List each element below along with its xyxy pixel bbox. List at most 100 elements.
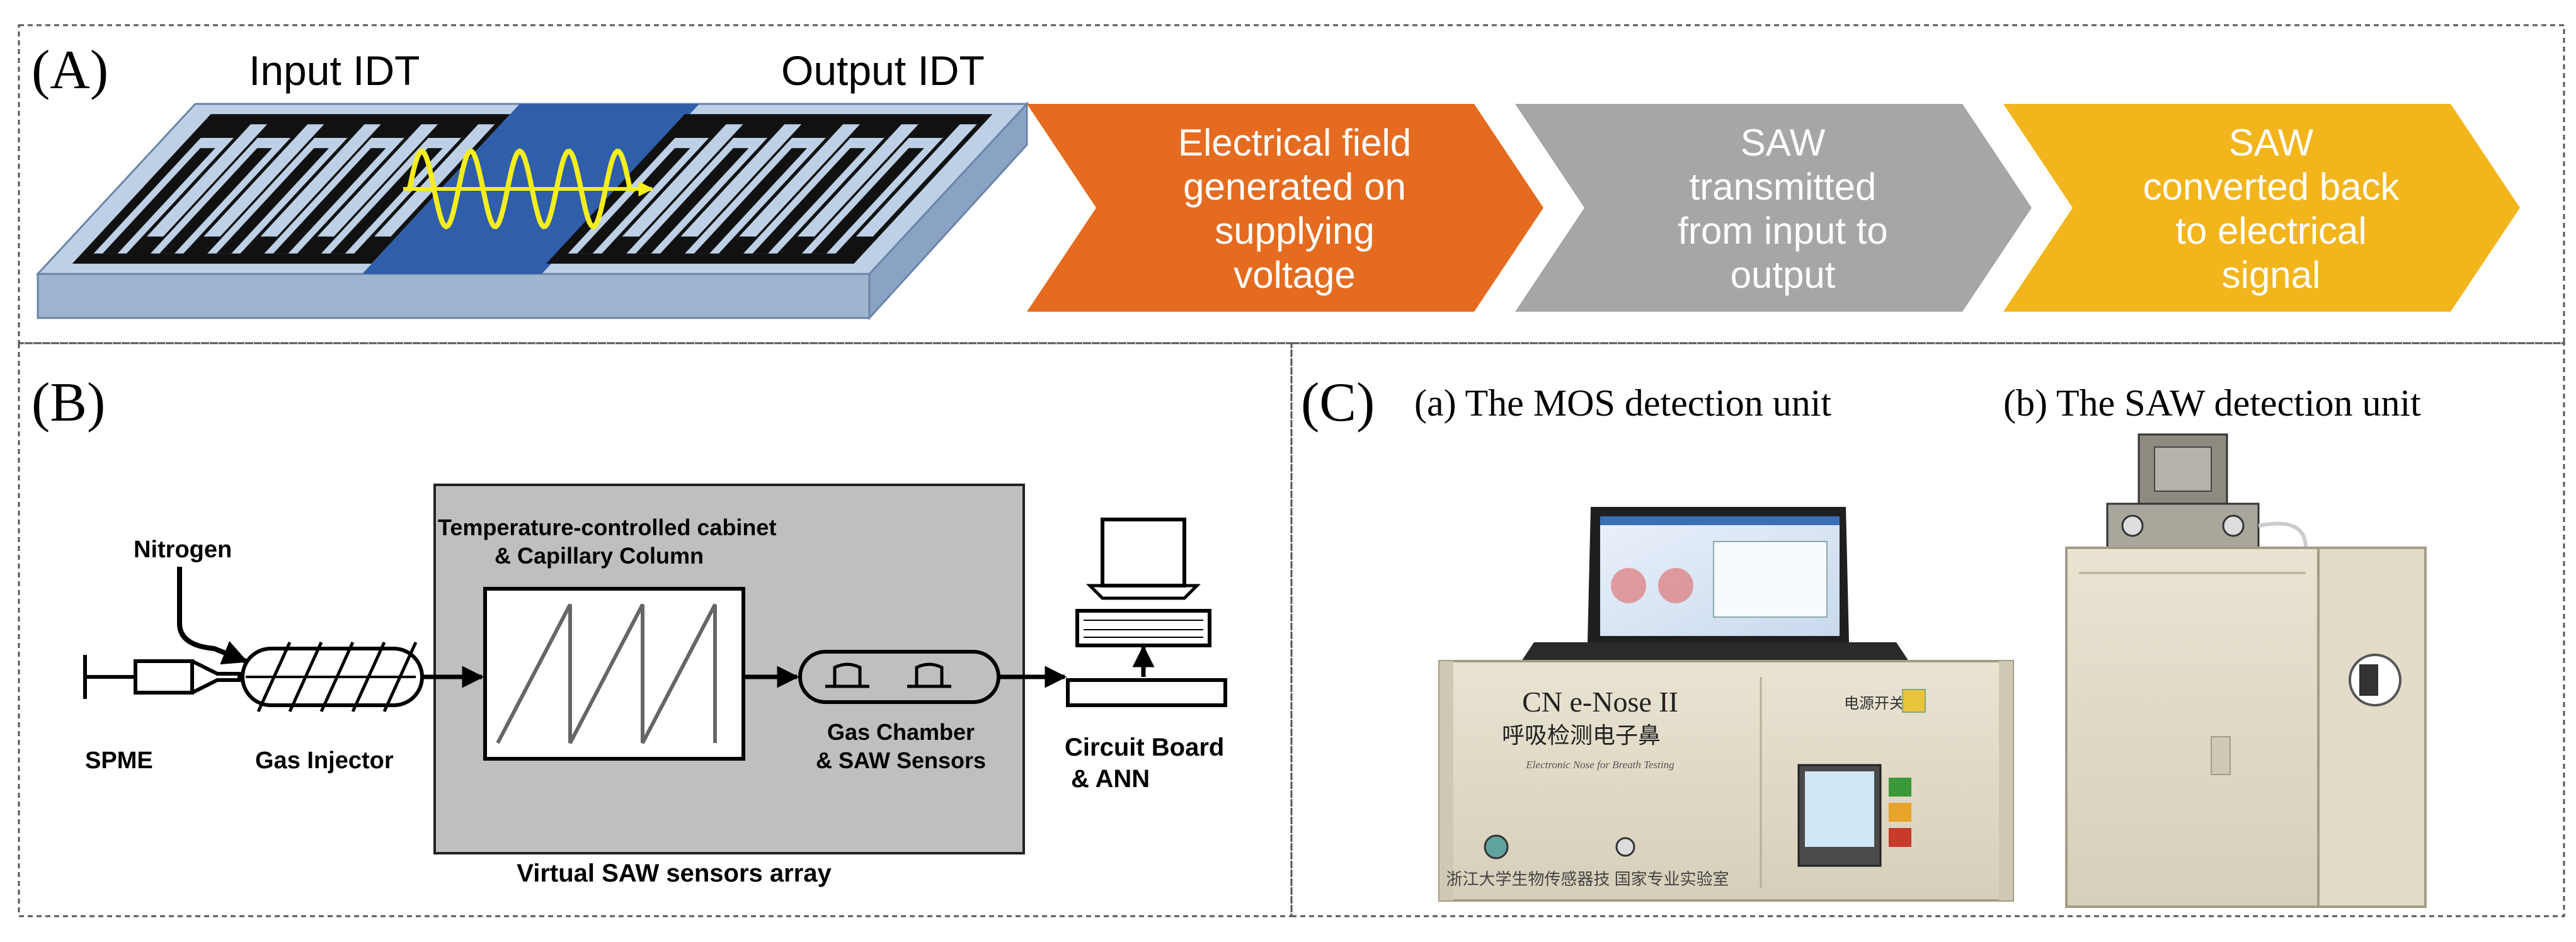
process-step-text-line: generated on [1183, 166, 1406, 208]
idt-finger [102, 148, 215, 254]
case-edge-right [1999, 661, 2013, 900]
gas-outlet-port [1615, 837, 1635, 857]
idt-finger [273, 148, 386, 254]
device-brand: CN e-Nose II [1522, 686, 1678, 718]
process-step-text-line: SAW [2229, 122, 2314, 164]
gas-injector-label: Gas Injector [255, 747, 394, 774]
gas-chamber-label-line-2: & SAW Sensors [816, 747, 986, 773]
circuit-board-icon [1066, 678, 1227, 707]
input-idt-label: Input IDT [249, 47, 420, 94]
cabinet-label-line-2: & Capillary Column [495, 543, 704, 569]
nitrogen-label: Nitrogen [134, 536, 232, 563]
laptop-base [1521, 642, 1909, 661]
idt-gap [739, 124, 861, 237]
case-edge-left [1440, 661, 1453, 900]
circuit-board-label-line-2: & ANN [1071, 765, 1150, 793]
process-step-chevron [1027, 104, 1543, 312]
sub-b-label: (b) The SAW detection unit [2003, 382, 2421, 424]
process-step-text-line: to electrical [2175, 210, 2366, 252]
process-step-text-line: transmitted [1690, 166, 1877, 208]
wave-icon [407, 148, 633, 230]
idt-finger [577, 148, 690, 254]
capillary-column-zigzag [496, 603, 717, 744]
screen-widget [1611, 568, 1646, 603]
virtual-array-caption: Virtual SAW sensors array [517, 860, 832, 887]
panel-c-label: (C) [1301, 372, 1375, 433]
cabinet-label-line-1: Temperature-controlled cabinet [438, 514, 776, 540]
nitrogen-inlet-arrow [177, 567, 248, 665]
gas-tube [2258, 521, 2308, 548]
panel-c-border [1290, 342, 2565, 917]
idt-finger [811, 148, 924, 254]
process-step-text-line: Electrical field [1178, 122, 1411, 164]
panel-b-label: (B) [31, 372, 105, 433]
output-idt-label: Output IDT [781, 47, 985, 94]
process-step-text-line: from input to [1678, 210, 1888, 252]
saw-top-window [2154, 446, 2212, 492]
idt-gap [260, 124, 381, 237]
panel-a-border [18, 24, 2565, 344]
device-chinese-title: 呼吸检测电子鼻 [1502, 722, 1661, 748]
process-step-chevron [2003, 104, 2520, 312]
panel-borders [18, 24, 2565, 917]
output-idt-electrode [546, 114, 993, 264]
gas-chamber-label-line-1: Gas Chamber [827, 719, 975, 745]
power-switch-label: 电源开关 [1844, 695, 1904, 712]
mos-detection-unit-image: CN e-Nose II 呼吸检测电子鼻 Electronic Nose for… [1438, 507, 2014, 902]
process-step-text-line: SAW [1741, 122, 1826, 164]
saw-detection-unit-image [2065, 433, 2427, 908]
orange-indicator-button[interactable] [1889, 803, 1911, 822]
saw-oven-cabinet [2065, 547, 2320, 908]
computer-icon [1075, 518, 1211, 647]
screen-widget [1658, 568, 1693, 603]
capillary-column-box [483, 587, 745, 761]
saw-wave [403, 148, 654, 230]
idt-gap [147, 124, 268, 237]
screen-titlebar [1600, 516, 1840, 525]
gas-inlet-port [1484, 834, 1509, 860]
idt-gap [203, 124, 324, 237]
device-footer-text: 浙江大学生物传感器技 国家专业实验室 [1446, 870, 1729, 888]
panel-b: (B) Virtual SAW sensors array Nitrogen S… [31, 372, 1227, 887]
sub-a-label: (a) The MOS detection unit [1414, 382, 1831, 424]
device-english-subtitle: Electronic Nose for Breath Testing [1525, 759, 1674, 771]
process-step-text-line: supplying [1215, 210, 1375, 252]
cabinet-handle [2211, 736, 2231, 775]
green-indicator-button[interactable] [1889, 778, 1911, 797]
input-idt-electrode [72, 114, 510, 264]
valve-knob [2222, 514, 2245, 537]
spme-label: SPME [85, 747, 153, 774]
saw-side-controller [2317, 547, 2427, 908]
idt-gap [317, 124, 438, 237]
valve-knob [2121, 514, 2144, 537]
panel-a-label: (A) [31, 40, 108, 101]
process-step-text-line: signal [2222, 254, 2321, 296]
panel-c: (C) (a) The MOS detection unit (b) The S… [1301, 372, 2427, 908]
power-switch-button[interactable] [1902, 689, 1926, 713]
substrate-side-face [37, 273, 871, 319]
controller-dial-knob [2359, 664, 2378, 696]
idt-finger [752, 148, 866, 254]
red-indicator-button[interactable] [1889, 828, 1911, 847]
device-display-screen [1805, 771, 1874, 847]
idt-finger [216, 148, 329, 254]
process-step-text-line: output [1731, 254, 1836, 296]
circuit-board-label-line-1: Circuit Board [1065, 734, 1224, 761]
spme-syringe-icon [83, 655, 241, 699]
idt-finger [159, 148, 272, 254]
idt-gap [622, 124, 743, 237]
gas-injector-icon [241, 641, 424, 713]
process-step-text-line: voltage [1234, 254, 1355, 296]
idt-gap [797, 124, 919, 237]
idt-gap [680, 124, 802, 237]
idt-finger [694, 148, 808, 254]
panel-b-border [18, 342, 1293, 917]
process-step-chevron [1515, 104, 2032, 312]
idt-gap [856, 124, 977, 237]
panel-a: (A) Input IDT Output IDT Electrical fiel… [31, 40, 2520, 321]
process-step-text-line: converted back [2143, 166, 2400, 208]
